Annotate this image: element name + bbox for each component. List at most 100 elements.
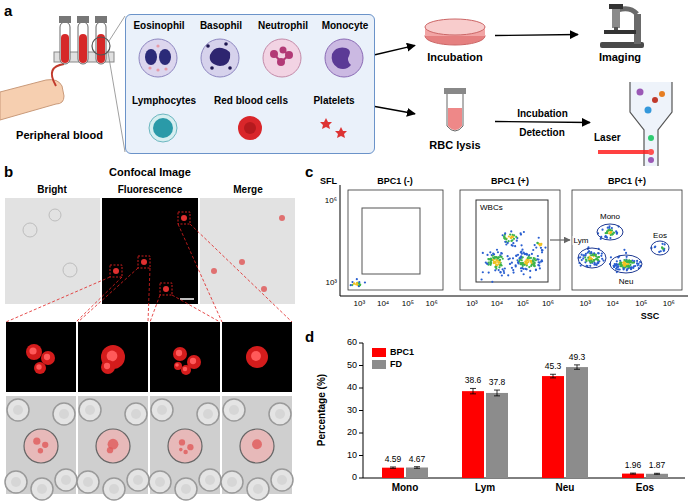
flow-plots-part-part: [510, 230, 512, 232]
bar: [486, 393, 508, 478]
microscope-icon: [600, 4, 644, 48]
blood-cells-part: [145, 49, 157, 65]
zoom-panels-part: [227, 477, 237, 487]
flow-plots-part: [362, 208, 420, 274]
flow-plots-part-part: [596, 258, 598, 260]
blood-cells-part: [280, 47, 287, 54]
flow-plots-part-part: [585, 260, 587, 262]
plot-title: BPC1 (+): [491, 176, 529, 186]
flow-plots-part-part: [503, 270, 505, 272]
zoom-panels-part: [160, 283, 172, 295]
flow-plots-part-part: [502, 268, 504, 270]
blood-cells: [139, 39, 363, 142]
zoom-panels-part: [29, 347, 36, 354]
tick-label: 10: [347, 450, 357, 460]
flow-plots-part-part: [521, 263, 523, 265]
flow-plots-part-part: [540, 260, 542, 262]
zoom-panels-part: [174, 362, 182, 370]
flow-plots-part-part: [364, 281, 366, 283]
flow-plots-part-part: [495, 263, 497, 265]
blood-draw-icon-part: [95, 16, 107, 23]
flow-plots-part-part: [582, 257, 584, 259]
flow-cell-icon-part: [598, 150, 652, 154]
step-label: Imaging: [578, 51, 662, 64]
flow-cell-icon: [598, 82, 672, 166]
flow-plots-part-part: [522, 265, 524, 267]
flow-plots-part-part: [489, 251, 491, 253]
cell-type-label: Basophil: [200, 20, 242, 32]
flow-plots-part-part: [486, 263, 488, 265]
flow-plots-part-part: [508, 235, 510, 237]
zoom-panels-part: [178, 224, 222, 322]
tick-mark: [359, 478, 363, 479]
flow-plots-part: [476, 200, 548, 282]
flow-plots-part-part: [619, 263, 621, 265]
flow-plots-part-part: [522, 268, 524, 270]
flow-plots-part-part: [493, 262, 495, 264]
zoom-panels-part: [190, 224, 292, 322]
flow-cell-icon-part: [648, 135, 654, 141]
flow-plots-part-part: [622, 264, 624, 266]
flow-plots-part-part: [514, 245, 516, 247]
flow-plots-part-part: [512, 257, 514, 259]
flow-plots-part-part: [541, 251, 543, 253]
column-header: Fluorescence: [118, 184, 182, 196]
flow-arrow: [375, 107, 415, 114]
flow-plots-part-part: [581, 254, 583, 256]
zoom-panels-part: [107, 447, 113, 453]
flow-plots-part-part: [601, 229, 603, 231]
zoom-panels-part: [6, 322, 76, 392]
process-step: Imaging: [578, 2, 662, 66]
flow-plots-part-part: [608, 232, 610, 234]
flow-plots-part-part: [581, 259, 583, 261]
zoom-panels-part: [181, 484, 191, 494]
blood-draw-icon-part: [52, 64, 64, 86]
zoom-panels-part: [229, 405, 239, 415]
flow-plots-part-part: [503, 272, 505, 274]
flow-plots-part-part: [528, 266, 530, 268]
flow-plots-part-part: [513, 238, 515, 240]
flow-plots-part-part: [530, 265, 532, 267]
zoom-panels-part: [11, 477, 21, 487]
flow-plots-part: [651, 241, 669, 255]
zoom-panels-part: [96, 429, 130, 463]
flow-plots-part-part: [588, 250, 590, 252]
cell-type-label: Platelets: [313, 95, 354, 107]
flow-plots-part-part: [625, 263, 627, 265]
flow-plots-part-part: [627, 265, 629, 267]
zoom-panels-part: [246, 346, 268, 368]
flow-plots-part-part: [504, 267, 506, 269]
flow-plots-part-part: [509, 257, 511, 259]
flow-plots-part-part: [518, 257, 520, 259]
step-label: Detection: [519, 127, 565, 139]
tick-label: 10⁴: [491, 299, 503, 308]
flow-plots-part-part: [602, 259, 604, 261]
flow-plots-part-part: [628, 259, 630, 261]
zoom-panels-part: [36, 364, 41, 369]
blood-draw-icon-part: [96, 22, 106, 64]
box-ground: [125, 14, 375, 154]
flow-plots-part-part: [541, 259, 543, 261]
flow-plots-part-part: [525, 253, 527, 255]
flow-plots-part-part: [619, 268, 621, 270]
flow-plots-part-part: [499, 259, 501, 261]
flow-plots-part-part: [613, 266, 615, 268]
test-tube-icon-part: [447, 94, 463, 131]
blood-cells-part: [139, 39, 177, 77]
flow-plots-part-part: [534, 262, 536, 264]
panel-letter: b: [4, 163, 13, 180]
tick-label: 10⁶: [325, 196, 337, 205]
flow-plots-part-part: [594, 254, 596, 256]
flow-plots-part-part: [487, 258, 489, 260]
flow-plots-part-part: [540, 243, 542, 245]
flow-plots-part-part: [627, 266, 629, 268]
zoom-panels-part: [149, 471, 171, 493]
legend-row: FD: [372, 358, 414, 370]
flow-plots-part-part: [533, 261, 535, 263]
flow-plots-part-part: [519, 256, 521, 258]
blood-cells-part: [210, 66, 214, 70]
step-label: Incubation: [415, 51, 495, 64]
zoom-panels-part: [175, 363, 179, 367]
flow-arrow: [495, 121, 590, 122]
flow-plots-part-part: [620, 265, 622, 267]
